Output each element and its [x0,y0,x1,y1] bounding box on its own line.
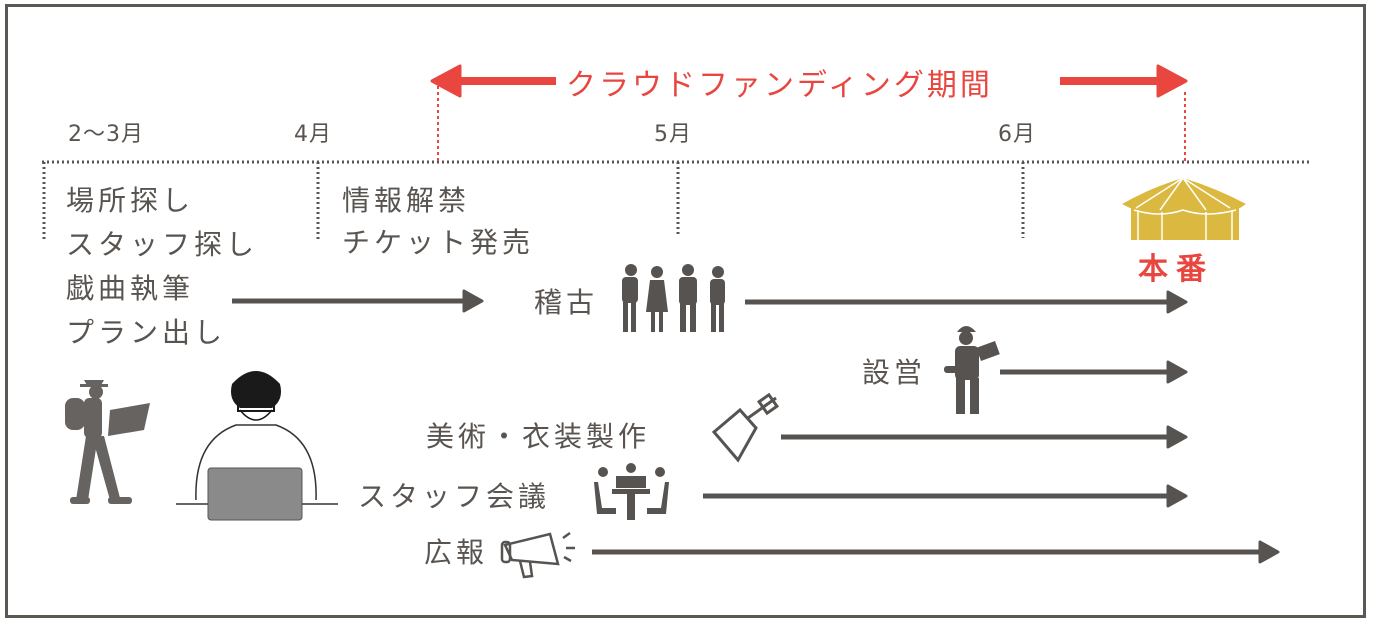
arrow-rehearsal [745,290,1188,314]
worker-icon [944,326,1000,414]
task-planning: プラン出し [66,316,227,349]
diagram-frame [5,4,1366,618]
tent-icon [1122,177,1246,240]
arrow-prep-to-rehearsal [232,289,484,313]
month-label-jun: 6月 [998,122,1036,147]
cf-arrow-right-head [1156,64,1188,98]
task-announcement: 情報解禁 [342,184,471,217]
meeting-icon [594,463,669,520]
task-ticket-sales: チケット発売 [342,226,535,259]
month-label-feb-mar: 2〜3月 [68,122,144,147]
cf-arrow-left-head [430,64,462,98]
task-venue-search: 場所探し [66,184,195,217]
megaphone-icon [500,531,575,579]
paintbrush-icon [711,392,780,463]
month-label-may: 5月 [654,122,692,147]
arrow-publicity [592,540,1280,564]
task-publicity: 広報 [424,536,489,569]
laptop-person-icon [176,371,338,521]
task-rehearsal: 稽古 [534,286,599,319]
arrow-setup [1000,360,1188,384]
task-staff-meeting: スタッフ会議 [358,480,551,513]
arrow-art-costume [781,425,1188,449]
hiker-icon [65,380,150,504]
task-art-costume: 美術・衣装製作 [426,420,651,453]
task-playwriting: 戯曲執筆 [66,272,195,305]
task-staff-search: スタッフ探し [66,228,259,261]
task-setup: 設営 [862,356,927,389]
arrow-staff-meeting [703,484,1188,508]
rehearsal-people-icon [622,264,725,332]
month-label-apr: 4月 [294,122,332,147]
crowdfunding-period-label: クラウドファンディング期間 [566,68,993,103]
performance-label: 本番 [1138,252,1214,287]
